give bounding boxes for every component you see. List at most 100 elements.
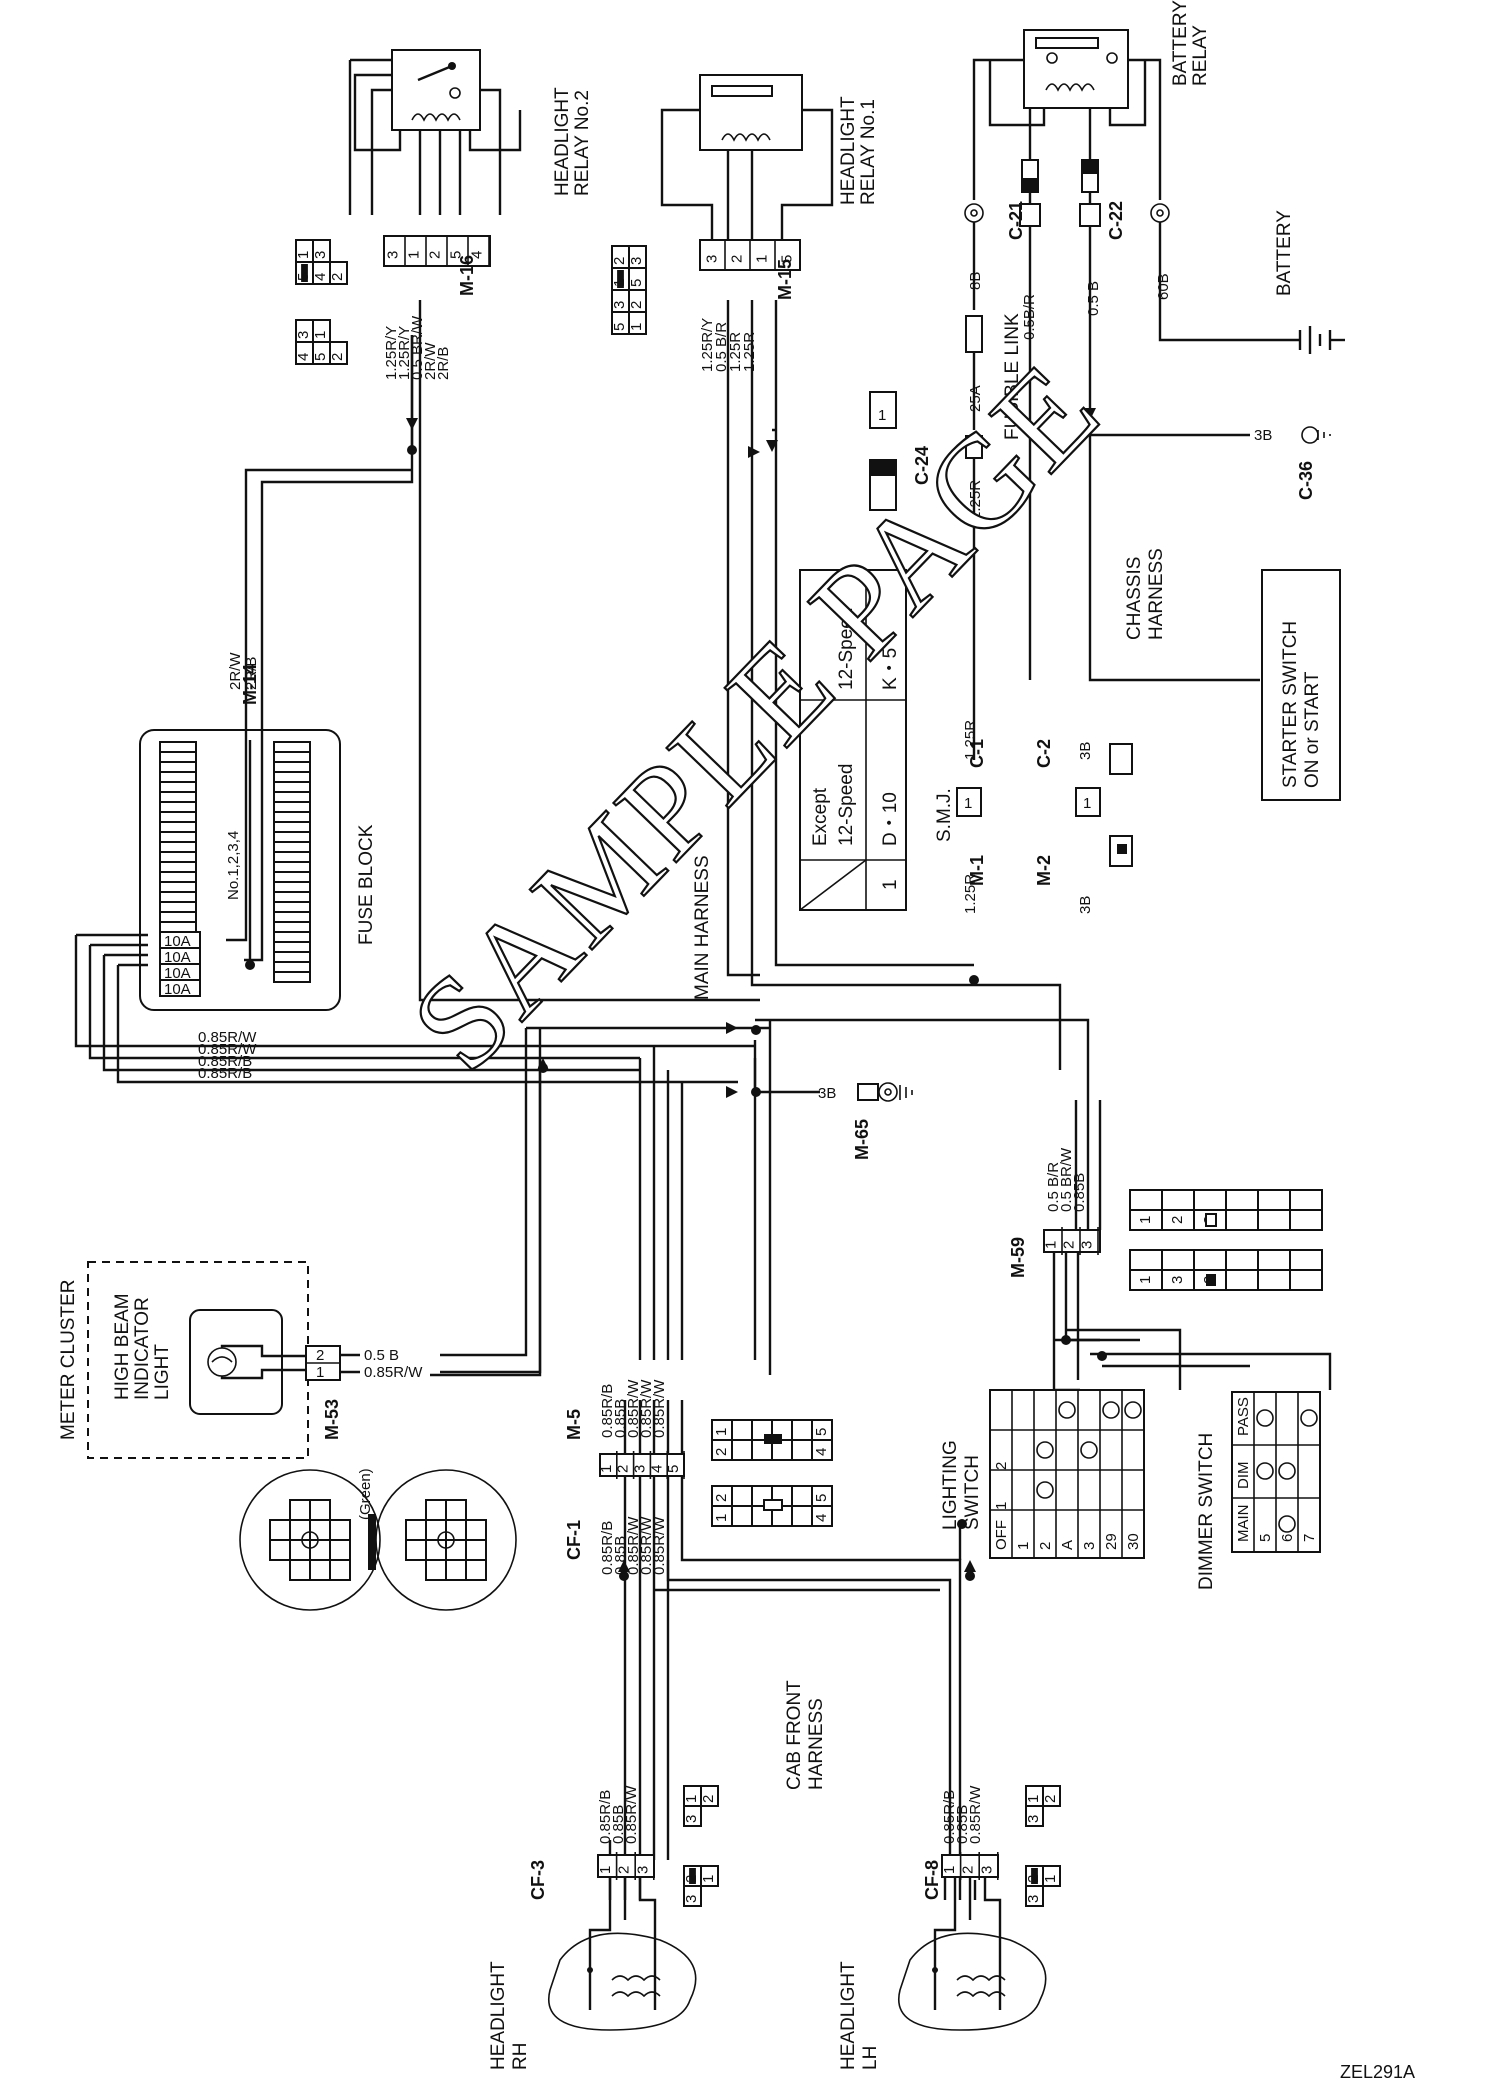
bus-wire-label: 0.85R/B: [198, 1065, 252, 1082]
fuse-rating: 10A: [164, 933, 191, 950]
connector-label-cf8: CF-8: [922, 1860, 942, 1900]
dimmer-switch-row: 5: [1257, 1534, 1274, 1542]
svg-text:1: 1: [1083, 795, 1091, 812]
lighting-switch-frame: [989, 1389, 1145, 1559]
fuse-slot: [159, 761, 197, 773]
cf3-faces-bot-label: 3: [683, 1895, 700, 1903]
round-face-cell: [289, 1499, 311, 1521]
m59-face-key: [1206, 1274, 1216, 1286]
svg-text:K・5: K・5: [880, 648, 901, 690]
fuse-slot: [273, 761, 311, 773]
m5-face-b-label: 1: [713, 1514, 730, 1522]
dimmer-switch-row: 7: [1301, 1534, 1318, 1542]
m16-wire: 1.25R/Y: [396, 326, 413, 380]
m16-face-b2-label: 2: [329, 353, 346, 361]
cf8-faces-bot-label: 3: [1025, 1895, 1042, 1903]
connector-label-m65: M-65: [852, 1119, 872, 1160]
m15-wire: 1.25R: [727, 332, 744, 372]
m59-connector-faces: 123132: [1129, 1189, 1323, 1291]
connector-m65: 3B M-65: [818, 1082, 913, 1160]
m5-pin: 4: [648, 1465, 665, 1473]
switch-contact: [1278, 1515, 1296, 1533]
cf8-faces-bot-cell: [1025, 1885, 1044, 1907]
dimmer-switch-col: DIM: [1235, 1462, 1252, 1490]
round-face-cell: [465, 1559, 487, 1581]
svg-text:12-Speed: 12-Speed: [836, 608, 857, 690]
m5-pin: 2: [615, 1465, 632, 1473]
m59-face-cell: [1257, 1189, 1291, 1211]
connector-label-m16: M-16: [457, 255, 477, 296]
m59-face-cell: [1161, 1189, 1195, 1211]
main-wiring: [74, 300, 1332, 1900]
m59-face-cell: [1225, 1269, 1259, 1291]
fuse-slot: [273, 921, 311, 933]
svg-text:C-2: C-2: [1034, 739, 1054, 768]
fuse-rating: 10A: [164, 981, 191, 998]
fuse-slot: [273, 941, 311, 953]
cf3-faces-bot-cell: [700, 1865, 719, 1887]
m15-face-a-key: [617, 270, 624, 288]
m16-face-a2-label: 2: [329, 273, 346, 281]
m59-face-cell: [1225, 1189, 1259, 1211]
cf8-pin: 2: [960, 1866, 977, 1874]
cf3-faces-top-cell: [683, 1805, 702, 1827]
switch-contact: [1080, 1441, 1098, 1459]
round-face-cell: [405, 1519, 427, 1541]
cf1-wire: 0.85B: [612, 1536, 629, 1575]
junctions: [245, 408, 1107, 1581]
m16-wire: 0.5 BR/W: [409, 315, 426, 380]
relay-2-title: HEADLIGHT RELAY No.2: [552, 82, 593, 196]
fuse-slot: [273, 961, 311, 973]
m5-face-a-cell: [731, 1419, 753, 1441]
connector-label-m59: M-59: [1008, 1237, 1028, 1278]
lighting-switch-row: 30: [1125, 1533, 1142, 1550]
svg-text:3B: 3B: [1077, 742, 1094, 760]
m5-wire: 0.85R/W: [638, 1379, 655, 1438]
m59-wire: 0.5 B/R: [1045, 1162, 1062, 1212]
m15-wire: 1.25R: [741, 332, 758, 372]
cf3-pin: 2: [616, 1866, 633, 1874]
color-note: (Green): [357, 1468, 374, 1520]
m5-pin: 5: [665, 1465, 682, 1473]
m16-wire: 2R/W: [422, 342, 439, 380]
round-face-cell: [445, 1499, 467, 1521]
round-face-cell: [269, 1519, 291, 1541]
m5-face-b-label: 4: [813, 1514, 830, 1522]
m16-face-a2-key: [301, 264, 308, 282]
m15-wire: 1.25R/Y: [699, 318, 716, 372]
m5-face-a-cell: [791, 1419, 813, 1441]
m59-face-cell: [1289, 1189, 1323, 1211]
cf3-pin: 3: [634, 1866, 651, 1874]
round-face-cell: [425, 1519, 447, 1541]
fuse-slot: [159, 871, 197, 883]
switch-contact: [1036, 1441, 1054, 1459]
wire-c36: 3B: [1254, 427, 1272, 444]
m5-face-a-label: 1: [713, 1428, 730, 1436]
m59-face-cell: [1289, 1269, 1323, 1291]
m59-face-label: 3: [1169, 1276, 1186, 1284]
m16-face-b2-label: 5: [312, 353, 329, 361]
m5-face-a-cell: [811, 1439, 833, 1461]
cf8-faces-bot-key: [1031, 1868, 1038, 1884]
fuse-slot: [159, 771, 197, 783]
meter-connector-faces: (Green): [239, 1468, 517, 1611]
cf8-pin: 1: [941, 1866, 958, 1874]
fuse-slot: [159, 901, 197, 913]
m59-face-cell: [1289, 1209, 1323, 1231]
fuse-slot: [159, 841, 197, 853]
cf1-wire: 0.85R/W: [625, 1516, 642, 1575]
m15-face-a-label: 2: [611, 257, 628, 265]
m59-face-cell: [1129, 1189, 1163, 1211]
m15-face-b-label: 5: [611, 323, 628, 331]
m5-face-b-cell: [791, 1505, 813, 1527]
round-face-key: [437, 1531, 455, 1549]
cf8-pin: 3: [978, 1866, 995, 1874]
m16-face-b2-cell: [329, 341, 348, 365]
m59-pin: 2: [1061, 1241, 1078, 1249]
bus-wire-label: 0.85R/W: [198, 1029, 257, 1046]
switch-contact: [1124, 1401, 1142, 1419]
m16-wire: 2R/B: [435, 347, 452, 380]
